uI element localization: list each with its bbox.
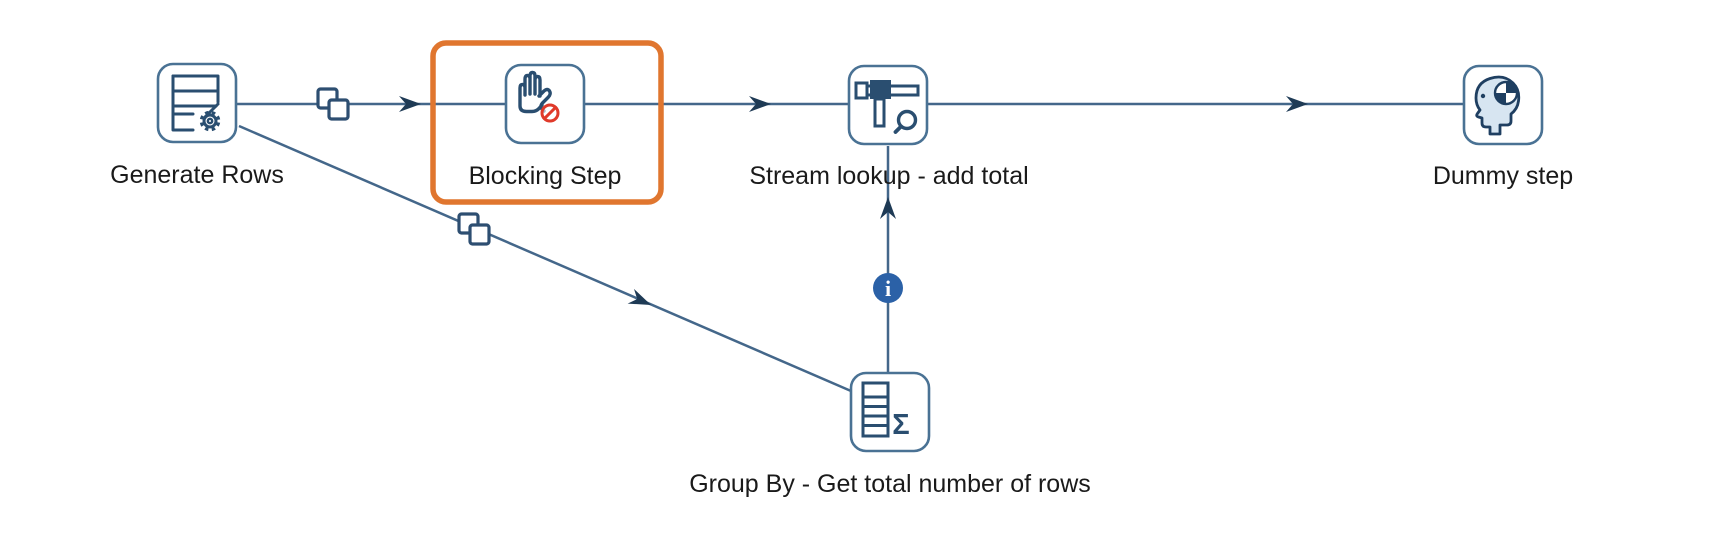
step-label-dummy-step: Dummy step [1433,162,1573,190]
node-box [847,64,929,146]
step-label-blocking-step: Blocking Step [469,162,622,190]
eye-dot [1480,93,1486,99]
info-circle [873,273,903,303]
step-label-group-by: Group By - Get total number of rows [689,470,1091,498]
copy-front-square [468,223,491,246]
step-label-stream-lookup: Stream lookup - add total [749,162,1028,190]
arrowhead-up-icon [880,197,896,219]
lookup-magnifier-icon [854,80,920,134]
step-label-generate-rows: Generate Rows [110,161,284,189]
step-node-blocking-step[interactable] [504,63,586,145]
arrowhead-right-icon [1286,96,1308,112]
copy-rows-icon[interactable] [457,212,491,246]
target-icon [1493,80,1519,106]
copy-rows-icon[interactable] [316,87,350,121]
step-node-group-by[interactable]: Σ [849,371,931,453]
step-node-dummy-step[interactable] [1462,64,1544,146]
sigma-glyph: Σ [892,409,909,441]
info-glyph: i [885,276,891,301]
dummy-head-target-icon [1474,75,1521,136]
step-node-stream-lookup[interactable] [847,64,929,146]
highlight-rectangle [430,40,664,205]
blocking-hand-icon [518,70,560,123]
arrowhead-right-icon [749,96,771,112]
magnifier-icon [893,109,918,134]
table-sigma-icon: Σ [861,381,910,441]
arrowhead-right-icon [399,96,421,112]
node-box [504,63,586,145]
info-stream-icon[interactable]: i [873,273,903,303]
copy-front-square [327,98,350,121]
step-node-generate-rows[interactable] [156,62,238,144]
arrowhead-diagonal-icon [627,288,651,305]
prohibit-icon [540,103,560,123]
hop-generate-to-groupby[interactable] [238,124,852,393]
